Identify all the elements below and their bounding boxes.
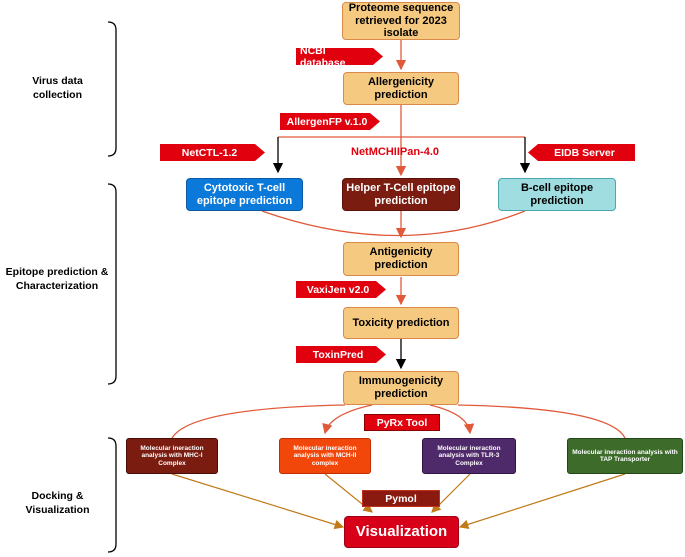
immunogenicity-box: Immunogenicity prediction — [343, 371, 459, 405]
mhc2-interaction-box: Molecular ineraction analysis with MCH-I… — [279, 438, 371, 474]
tlr3-interaction-box: Molecular ineraction analysis with TLR-3… — [422, 438, 516, 474]
ncbi-tag: NCBI database — [296, 48, 383, 65]
iedb-tag: EIDB Server — [528, 144, 635, 161]
toxinpred-tag: ToxinPred — [296, 346, 386, 363]
antigenicity-box: Antigenicity prediction — [343, 242, 459, 276]
allergenicity-box: Allergenicity prediction — [343, 72, 459, 105]
toxicity-box: Toxicity prediction — [343, 307, 459, 339]
stage-label-virus: Virus data collection — [32, 75, 83, 101]
tap-interaction-box: Molecular ineraction analysis with TAP T… — [567, 438, 683, 474]
stage-label-epitope: Epitope prediction & Characterization — [5, 266, 109, 292]
allergenfp-tag: AllergenFP v.1.0 — [280, 113, 380, 130]
pyrx-tag: PyRx Tool — [364, 414, 440, 431]
netmhc-label: NetMCHIIPan-4.0 — [351, 146, 440, 158]
helper-box: Helper T-Cell epitope prediction — [342, 178, 460, 211]
bcell-box: B-cell epitope prediction — [498, 178, 616, 211]
stage-label-docking: Docking & Visualization — [25, 490, 90, 516]
pymol-tag: Pymol — [362, 490, 440, 507]
netctl-tag: NetCTL-1.2 — [160, 144, 265, 161]
visualization-box: Visualization — [344, 516, 459, 548]
vaxijen-tag: VaxiJen v2.0 — [296, 281, 386, 298]
mhc1-interaction-box: Molecular ineraction analysis with MHC-I… — [126, 438, 218, 474]
cytotoxic-box: Cytotoxic T-cell epitope prediction — [186, 178, 303, 211]
proteome-box: Proteome sequence retrieved for 2023 iso… — [342, 2, 460, 40]
